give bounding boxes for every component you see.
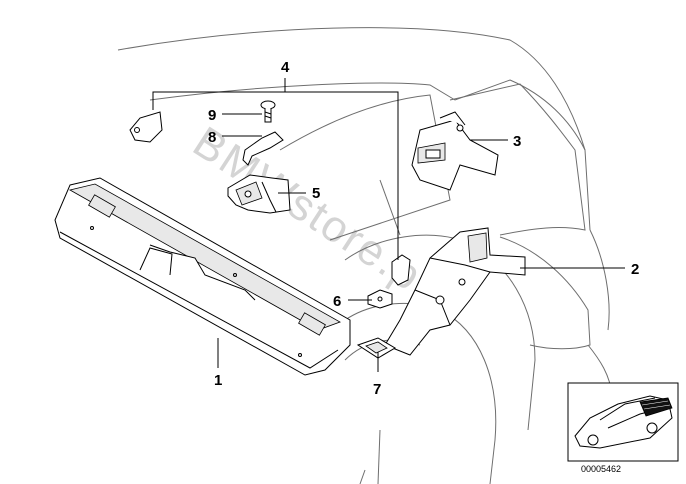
location-thumbnail (567, 382, 679, 462)
cross-member-part (54, 177, 351, 376)
holder-part (227, 174, 291, 214)
diagram-reference-number: 00005462 (581, 464, 621, 474)
callout-2: 2 (631, 261, 639, 278)
small-bracket-part (129, 111, 163, 143)
screw-part (260, 100, 276, 123)
callout-8: 8 (208, 129, 216, 146)
callout-7: 7 (373, 381, 381, 398)
callout-9: 9 (208, 107, 216, 124)
clip-part (242, 131, 284, 166)
wheelhouse-bracket-part (384, 227, 526, 356)
side-bracket-part (391, 254, 411, 286)
clip-plate-part (356, 337, 396, 359)
callout-1: 1 (214, 372, 222, 389)
callout-5: 5 (312, 185, 320, 202)
callout-6: 6 (333, 293, 341, 310)
bracket-6-part (367, 289, 393, 309)
callout-4: 4 (281, 59, 290, 76)
upper-bracket-part (411, 111, 499, 191)
callout-3: 3 (513, 133, 521, 150)
leader-lines (152, 78, 625, 372)
